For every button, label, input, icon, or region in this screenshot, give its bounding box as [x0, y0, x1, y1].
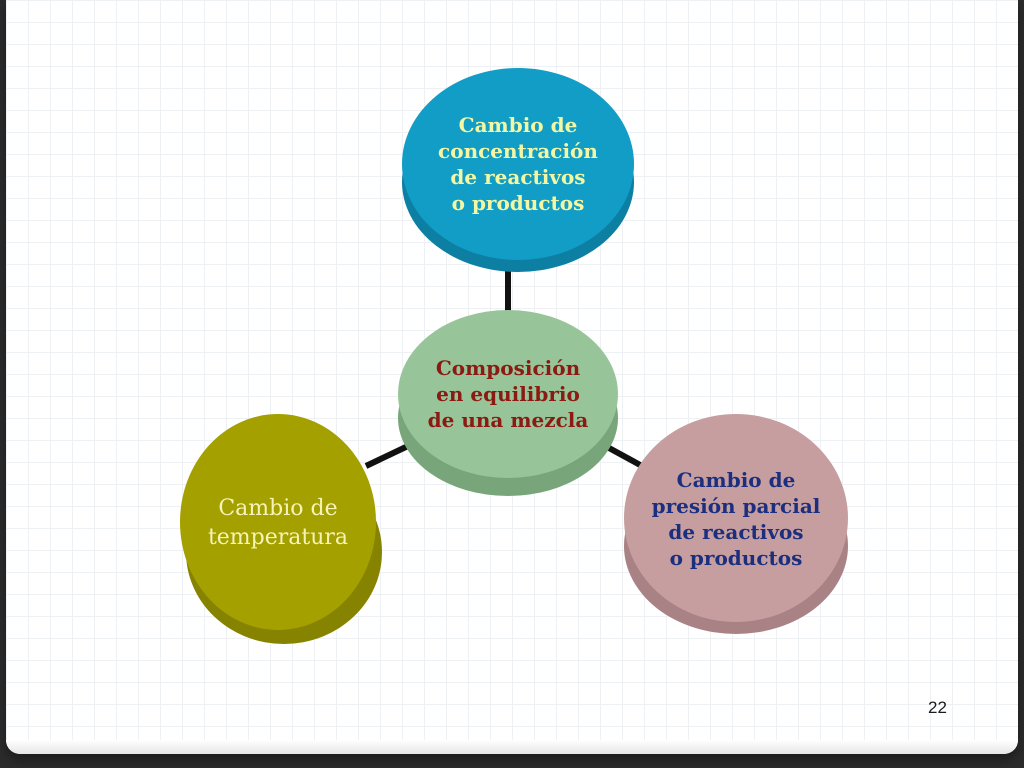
equilibrium-diagram: [180, 68, 848, 644]
page-number: 22: [928, 698, 947, 717]
node-left-label: Cambio de temperatura: [207, 496, 349, 550]
node-right-label: Cambio de presión parcial de reactivos o…: [651, 468, 821, 570]
node-top-body: [402, 68, 634, 260]
node-right-body: [624, 414, 848, 622]
node-left-body: [180, 414, 376, 630]
node-top-concentration: [402, 68, 634, 272]
connector-left: [364, 443, 410, 469]
node-center-body: [398, 310, 618, 478]
node-center-label: Composición en equilibrio de una mezcla: [427, 356, 589, 432]
slide: Cambio de concentración de reactivos o p…: [6, 0, 1018, 754]
node-left-temperature: [180, 414, 382, 644]
node-center-composition: [398, 310, 618, 496]
node-right-pressure: [624, 414, 848, 634]
slide-bottom-edge: [6, 740, 1018, 754]
node-top-label: Cambio de concentración de reactivos o p…: [438, 113, 598, 215]
